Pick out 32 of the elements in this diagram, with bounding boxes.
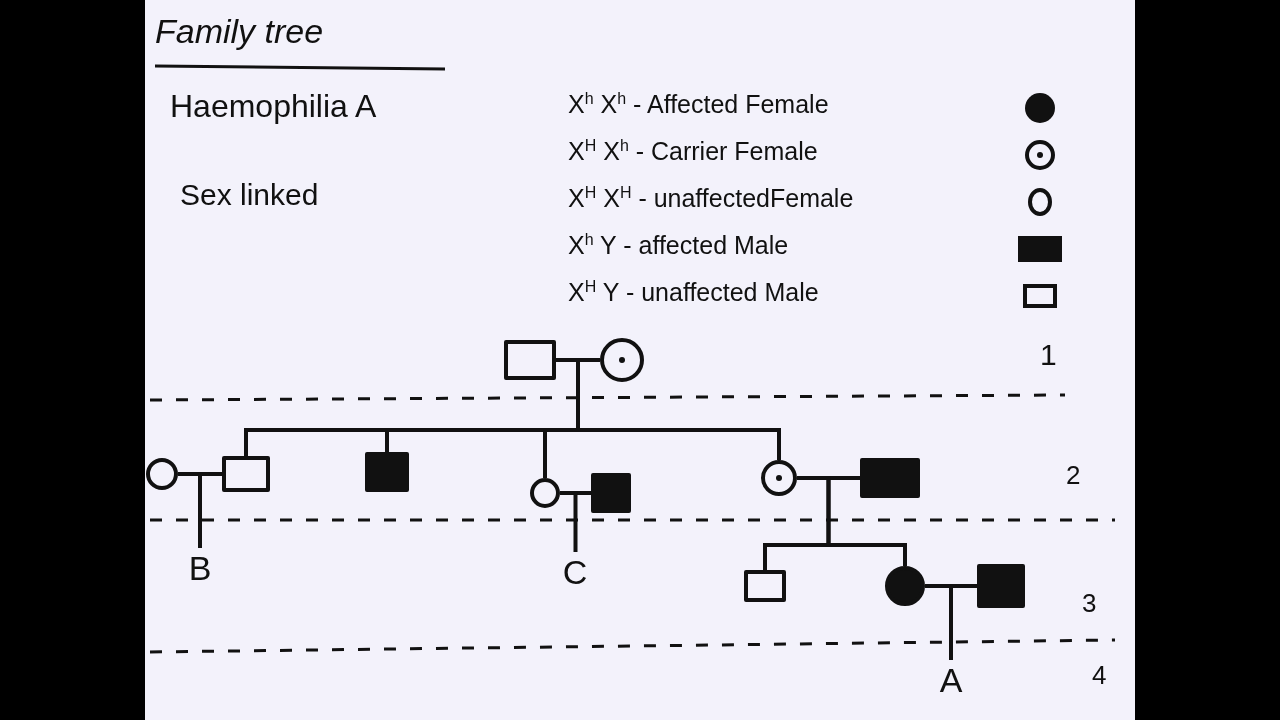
unaffected-male-symbol — [744, 570, 786, 602]
generation-number: 2 — [1066, 460, 1081, 491]
legend-text: X$^{H}$ X$^{h}$ - Carrier Female — [568, 137, 818, 167]
legend-text: X$^{h}$ Y - affected Male — [568, 231, 789, 261]
carrier-female-symbol — [761, 460, 797, 496]
affected-male-symbol — [860, 458, 920, 498]
offspring-letter: A — [936, 660, 966, 700]
note-text: Haemophilia A — [170, 88, 377, 125]
unaffected-male-symbol — [222, 456, 270, 492]
title: Family tree — [155, 12, 324, 51]
descent-line — [925, 584, 953, 660]
generation-number: 3 — [1082, 588, 1097, 619]
offspring-letter: B — [185, 548, 215, 588]
unaffected-male-symbol — [504, 340, 556, 380]
legend-text: X$^{H}$ X$^{H}$ - unaffectedFemale — [568, 184, 854, 214]
legend-text: X$^{h}$ X$^{h}$ - Affected Female — [568, 90, 829, 120]
note-text: Sex linked — [180, 178, 319, 212]
affected-female-symbol — [885, 566, 925, 606]
unaffected-female-symbol — [146, 458, 178, 490]
descent-line — [797, 476, 907, 566]
affected-male-symbol — [365, 452, 409, 492]
legend-text: X$^{H}$ Y - unaffected Male — [568, 278, 819, 308]
affected-male-symbol — [977, 564, 1025, 608]
generation-number: 1 — [1040, 338, 1057, 372]
unaffected-female-symbol — [530, 478, 560, 508]
generation-number: 4 — [1092, 660, 1107, 691]
affected-male-symbol — [591, 473, 631, 513]
offspring-letter: C — [560, 552, 590, 592]
descent-line — [560, 491, 578, 552]
descent-line — [178, 472, 202, 548]
carrier-female-symbol — [600, 338, 644, 382]
descent-line — [576, 358, 781, 460]
